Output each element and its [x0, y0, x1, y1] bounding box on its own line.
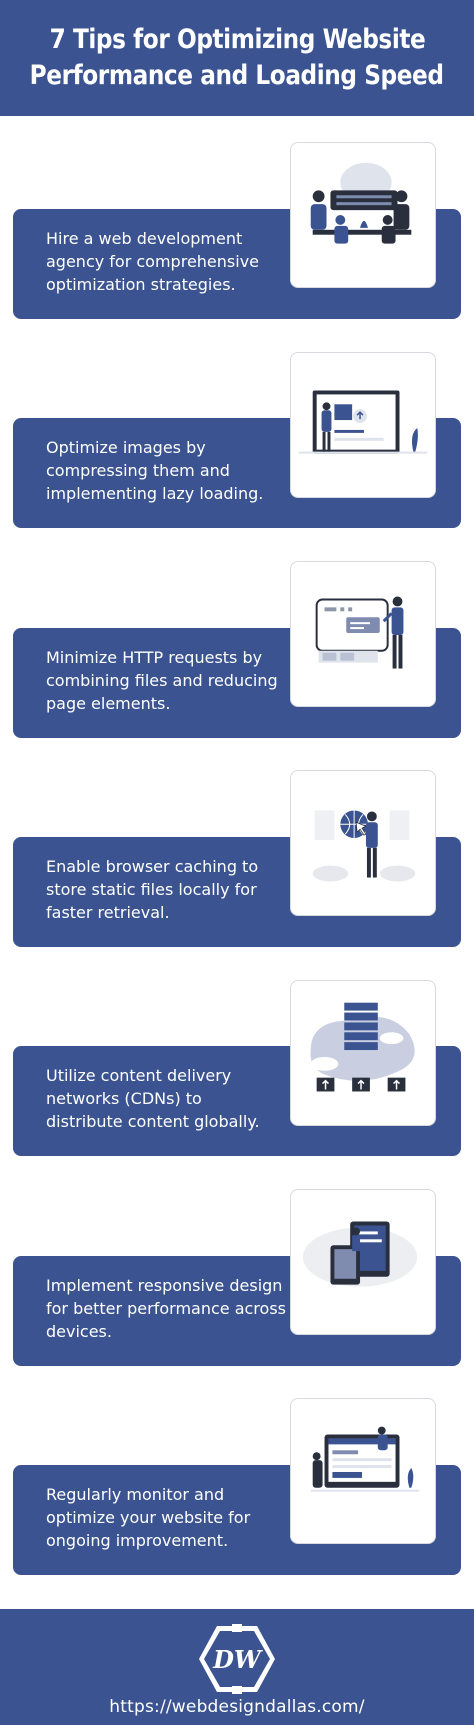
- tip-text-5: Utilize content delivery networks (CDNs)…: [46, 1064, 296, 1133]
- website-monitor-illustration: [290, 1398, 436, 1544]
- tip-text-3: Minimize HTTP requests by combining file…: [46, 646, 296, 715]
- dw-logo-icon: DW: [199, 1624, 275, 1694]
- responsive-screens-illustration: [290, 1189, 436, 1335]
- page-title-line-1: 7 Tips for Optimizing Website: [49, 24, 425, 55]
- tip-7-line-1: Regularly monitor and: [46, 1485, 225, 1504]
- tip-5-line-3: distribute content globally.: [46, 1112, 260, 1131]
- tip-3-line-1: Minimize HTTP requests by: [46, 648, 263, 667]
- team-meeting-illustration: [290, 142, 436, 288]
- tip-1-line-2: agency for comprehensive: [46, 252, 259, 271]
- tip-6-line-3: devices.: [46, 1322, 112, 1341]
- globe-cursor-illustration: [290, 770, 436, 916]
- tip-text-4: Enable browser caching to store static f…: [46, 855, 296, 924]
- page-title-line-2: Performance and Loading Speed: [30, 60, 444, 91]
- tip-6-line-1: Implement responsive design: [46, 1276, 283, 1295]
- image-upload-illustration: [290, 352, 436, 498]
- tip-4-line-2: store static files locally for: [46, 880, 257, 899]
- tip-7-line-2: optimize your website for: [46, 1508, 251, 1527]
- tip-2-line-3: implementing lazy loading.: [46, 484, 264, 503]
- server-cloud-illustration: [290, 980, 436, 1126]
- tip-4-line-1: Enable browser caching to: [46, 857, 259, 876]
- logo-text: DW: [212, 1645, 263, 1674]
- page-header: 7 Tips for Optimizing Website Performanc…: [0, 0, 474, 116]
- tip-3-line-3: page elements.: [46, 694, 171, 713]
- tip-4-line-3: faster retrieval.: [46, 903, 170, 922]
- tip-text-1: Hire a web development agency for compre…: [46, 227, 296, 296]
- website-url-link[interactable]: https://webdesigndallas.com/: [109, 1697, 365, 1717]
- tip-6-line-2: for better performance across: [46, 1299, 286, 1318]
- page-footer: DW https://webdesigndallas.com/: [0, 1609, 474, 1725]
- tip-5-line-1: Utilize content delivery: [46, 1066, 232, 1085]
- tip-2-line-1: Optimize images by: [46, 438, 206, 457]
- tip-1-line-3: optimization strategies.: [46, 275, 236, 294]
- tip-7-line-3: ongoing improvement.: [46, 1531, 229, 1550]
- tip-text-7: Regularly monitor and optimize your webs…: [46, 1483, 296, 1552]
- tip-text-6: Implement responsive design for better p…: [46, 1274, 296, 1343]
- tip-2-line-2: compressing them and: [46, 461, 230, 480]
- tip-1-line-1: Hire a web development: [46, 229, 243, 248]
- browser-window-illustration: [290, 561, 436, 707]
- tip-text-2: Optimize images by compressing them and …: [46, 436, 296, 505]
- tip-5-line-2: networks (CDNs) to: [46, 1089, 202, 1108]
- tip-3-line-2: combining files and reducing: [46, 671, 278, 690]
